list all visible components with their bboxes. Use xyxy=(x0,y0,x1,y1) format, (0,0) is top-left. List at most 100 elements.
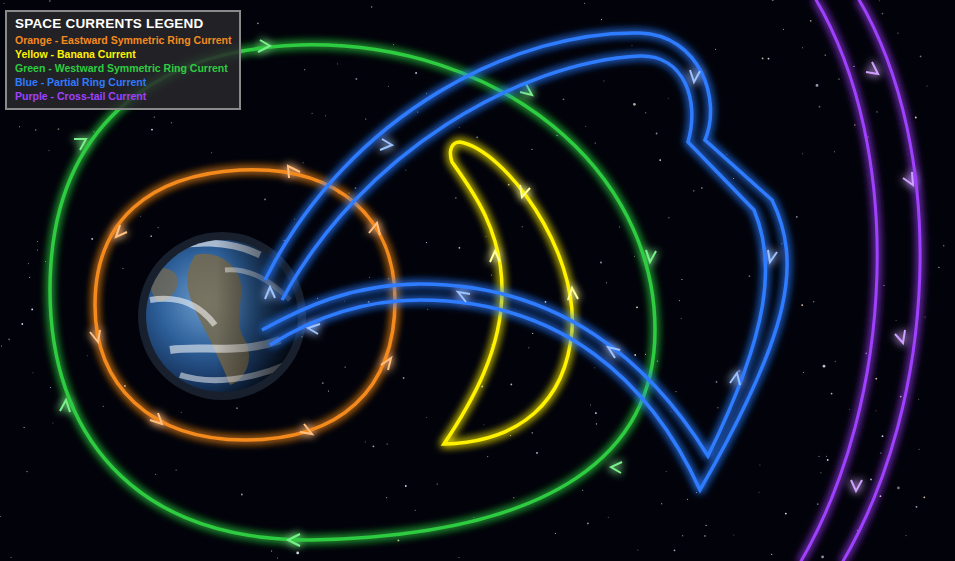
star xyxy=(849,409,850,410)
star xyxy=(801,304,803,306)
star xyxy=(555,533,556,534)
star xyxy=(634,354,636,356)
star xyxy=(312,113,313,114)
star xyxy=(355,187,357,189)
star xyxy=(388,278,389,279)
star xyxy=(880,452,881,453)
star xyxy=(834,151,835,152)
star xyxy=(171,122,172,123)
star xyxy=(0,516,1,517)
star xyxy=(29,277,30,278)
star xyxy=(675,391,676,392)
star xyxy=(31,309,33,311)
star xyxy=(522,226,523,227)
star xyxy=(426,242,427,243)
star xyxy=(91,238,93,240)
star xyxy=(563,98,565,100)
star xyxy=(595,412,597,414)
star xyxy=(870,479,872,481)
star xyxy=(365,118,366,119)
earth xyxy=(138,232,310,400)
star xyxy=(879,0,880,1)
star xyxy=(348,193,349,194)
star xyxy=(919,449,920,450)
cross-tail-current xyxy=(800,0,920,561)
star xyxy=(900,396,902,398)
legend-entry: Green - Westward Symmetric Ring Current xyxy=(15,62,228,74)
star xyxy=(923,496,925,498)
star xyxy=(459,127,460,128)
star xyxy=(181,412,182,413)
star xyxy=(882,435,884,437)
star xyxy=(810,20,812,22)
star xyxy=(603,80,604,81)
star xyxy=(585,126,586,127)
star xyxy=(661,503,662,504)
star xyxy=(733,534,734,535)
star xyxy=(487,456,488,457)
star xyxy=(802,153,803,154)
star xyxy=(681,279,682,280)
star xyxy=(37,241,38,242)
star xyxy=(24,427,25,428)
star xyxy=(897,33,898,34)
star xyxy=(668,217,669,218)
legend-entry: Yellow - Banana Current xyxy=(15,48,136,60)
star xyxy=(356,78,358,80)
legend-entry: Orange - Eastward Symmetric Ring Current xyxy=(15,34,231,46)
star xyxy=(781,243,782,244)
star xyxy=(762,58,764,60)
star xyxy=(48,150,49,151)
star xyxy=(679,300,680,301)
star xyxy=(715,49,716,50)
star xyxy=(155,474,156,475)
star xyxy=(927,86,928,87)
star xyxy=(507,88,508,89)
star xyxy=(594,367,595,368)
star xyxy=(398,540,400,542)
star xyxy=(896,320,897,321)
star xyxy=(608,517,609,518)
star xyxy=(668,98,669,99)
star xyxy=(11,557,12,558)
star xyxy=(785,513,787,515)
star xyxy=(28,263,29,264)
star xyxy=(771,554,772,555)
star xyxy=(427,309,428,310)
star xyxy=(796,216,798,218)
star xyxy=(49,0,51,2)
star xyxy=(328,390,329,391)
star xyxy=(670,411,671,412)
legend-entry: Blue - Partial Ring Current xyxy=(15,76,146,88)
star xyxy=(103,406,104,407)
star xyxy=(696,492,697,493)
star xyxy=(405,169,406,170)
star xyxy=(403,377,405,379)
star xyxy=(918,399,919,400)
star xyxy=(3,3,4,4)
star xyxy=(371,6,372,7)
star xyxy=(32,372,33,373)
star xyxy=(905,535,906,536)
star xyxy=(875,378,877,380)
star xyxy=(241,494,243,496)
legend-title: SPACE CURRENTS LEGEND xyxy=(15,16,231,31)
star xyxy=(8,339,10,341)
star xyxy=(459,247,461,249)
star xyxy=(938,267,939,268)
star xyxy=(458,557,459,558)
star xyxy=(426,417,427,418)
legend-box: SPACE CURRENTS LEGEND Orange - Eastward S… xyxy=(5,10,241,110)
star xyxy=(211,152,212,153)
star xyxy=(303,162,304,163)
legend-color-sample: Yellow - Banana Current xyxy=(15,47,231,61)
star xyxy=(140,216,141,217)
star xyxy=(271,550,272,551)
star xyxy=(687,499,688,500)
star xyxy=(816,84,819,87)
star xyxy=(733,178,734,179)
legend-color-sample: Green - Westward Symmetric Ring Current xyxy=(15,61,231,75)
star xyxy=(483,424,484,425)
star xyxy=(531,432,533,434)
